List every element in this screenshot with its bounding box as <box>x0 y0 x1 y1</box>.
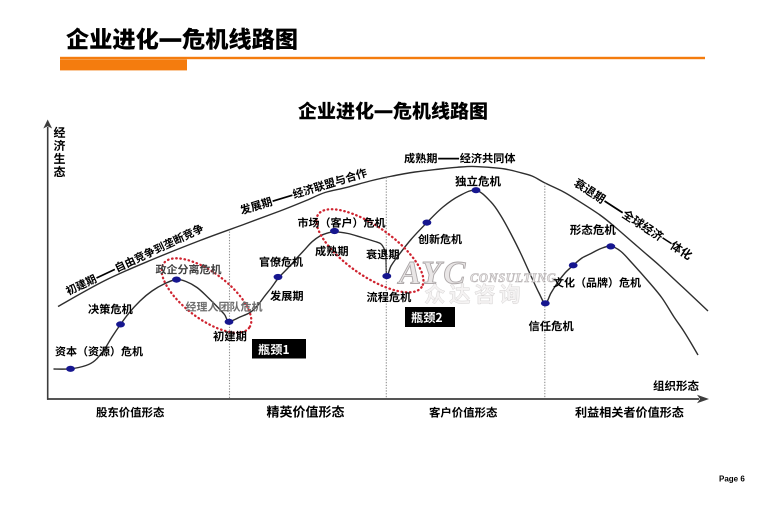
svg-text:CONSULTING: CONSULTING <box>470 271 556 285</box>
svg-text:Page 6: Page 6 <box>719 475 745 484</box>
svg-text:AYC: AYC <box>397 256 467 292</box>
